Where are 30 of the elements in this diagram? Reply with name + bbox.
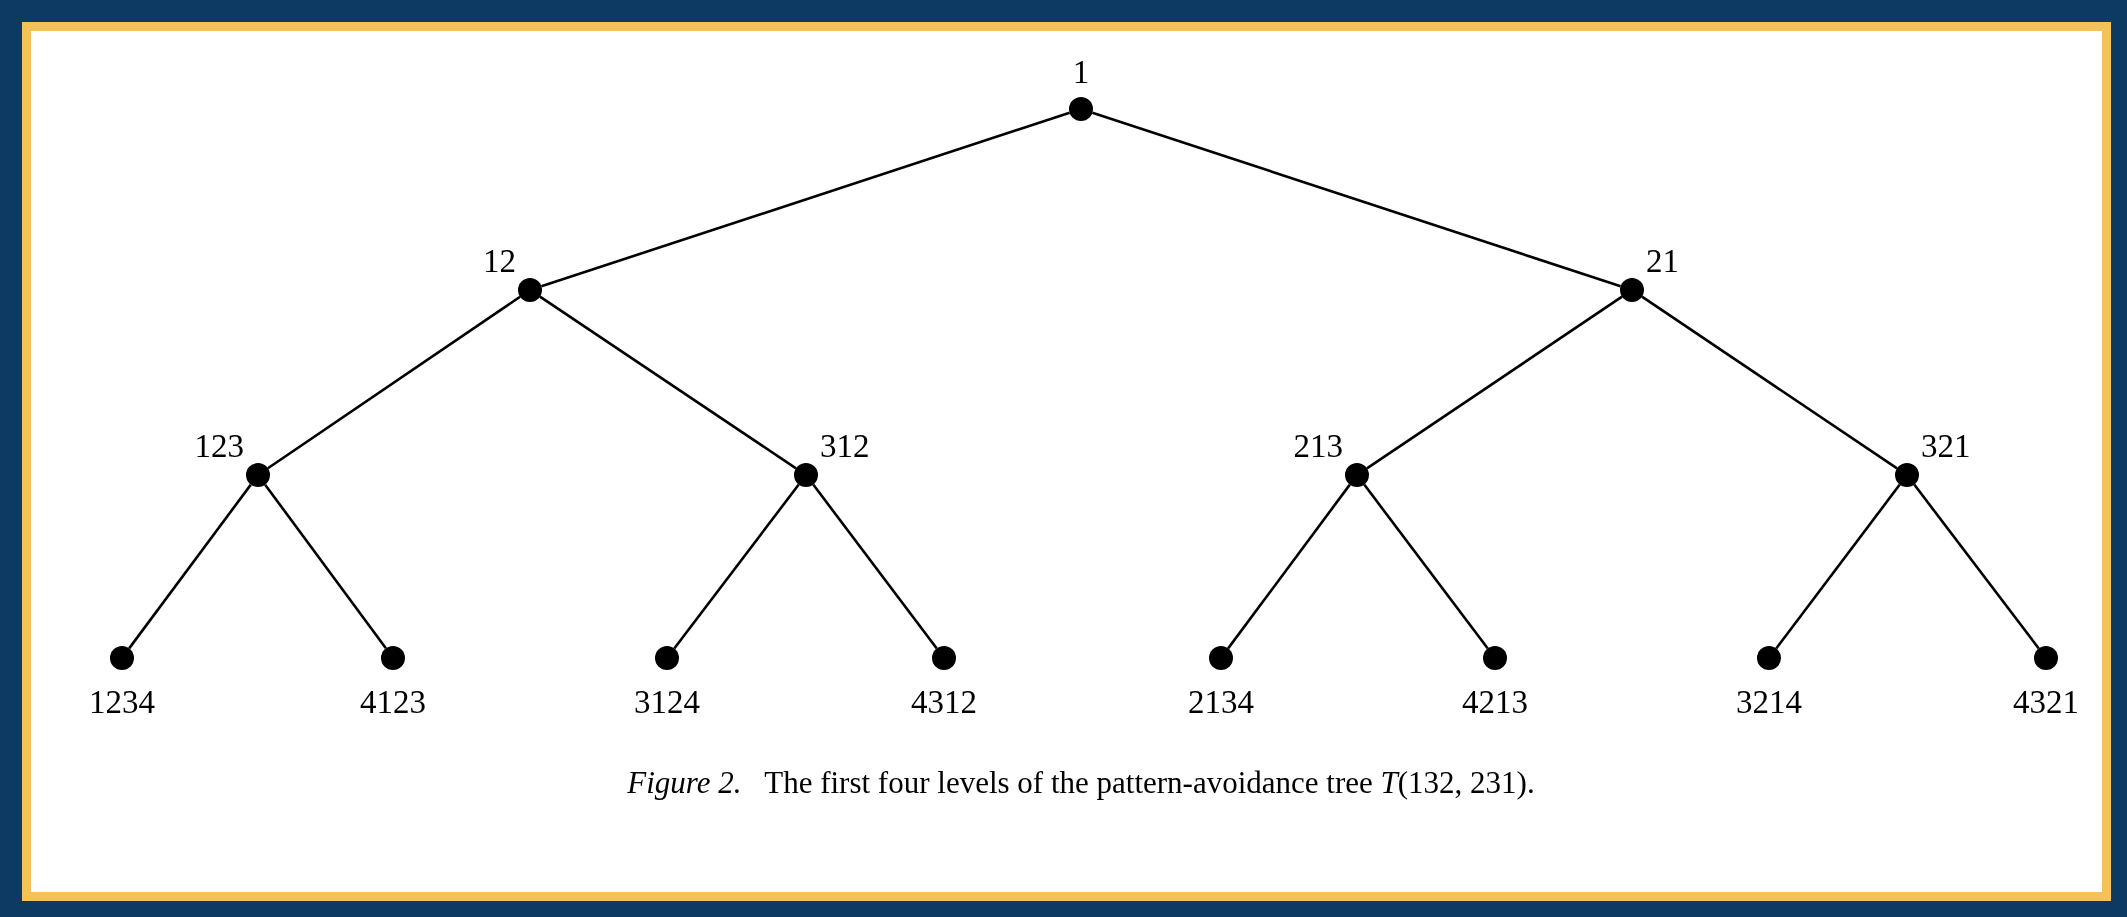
tree-edge: [1775, 483, 1901, 650]
tree-edge: [1092, 111, 1621, 288]
tree-edge: [673, 483, 800, 650]
node-label: 4213: [1462, 686, 1528, 719]
tree-edge: [264, 483, 387, 650]
node-label: 1: [1072, 56, 1090, 89]
node-label: 2134: [1188, 686, 1254, 719]
node-label: 123: [194, 430, 244, 463]
node-label: 4321: [2013, 686, 2079, 719]
node-label: 4123: [360, 686, 426, 719]
node-label: 4312: [911, 686, 977, 719]
tree-edge: [1913, 483, 2040, 650]
node-label: 312: [820, 430, 870, 463]
tree-edge: [539, 295, 797, 470]
tree-edge: [1641, 295, 1898, 470]
node-label: 21: [1646, 245, 1679, 278]
tree-edge: [128, 483, 252, 650]
node-label: 3124: [634, 686, 700, 719]
tree-edge: [267, 295, 521, 470]
figure-caption: Figure 2. The first four levels of the pattern-avoidance tree T(132, 231).: [627, 766, 1535, 801]
tree-edge: [1227, 483, 1351, 650]
node-label: 1234: [89, 686, 155, 719]
node-label: 12: [483, 245, 516, 278]
tree-edge: [541, 111, 1070, 288]
tree-edge: [1363, 483, 1489, 650]
tree-edge: [1366, 295, 1623, 470]
node-label: 321: [1921, 430, 1971, 463]
node-label: 3214: [1736, 686, 1802, 719]
tree-edge: [812, 483, 938, 650]
node-label: 213: [1293, 430, 1343, 463]
